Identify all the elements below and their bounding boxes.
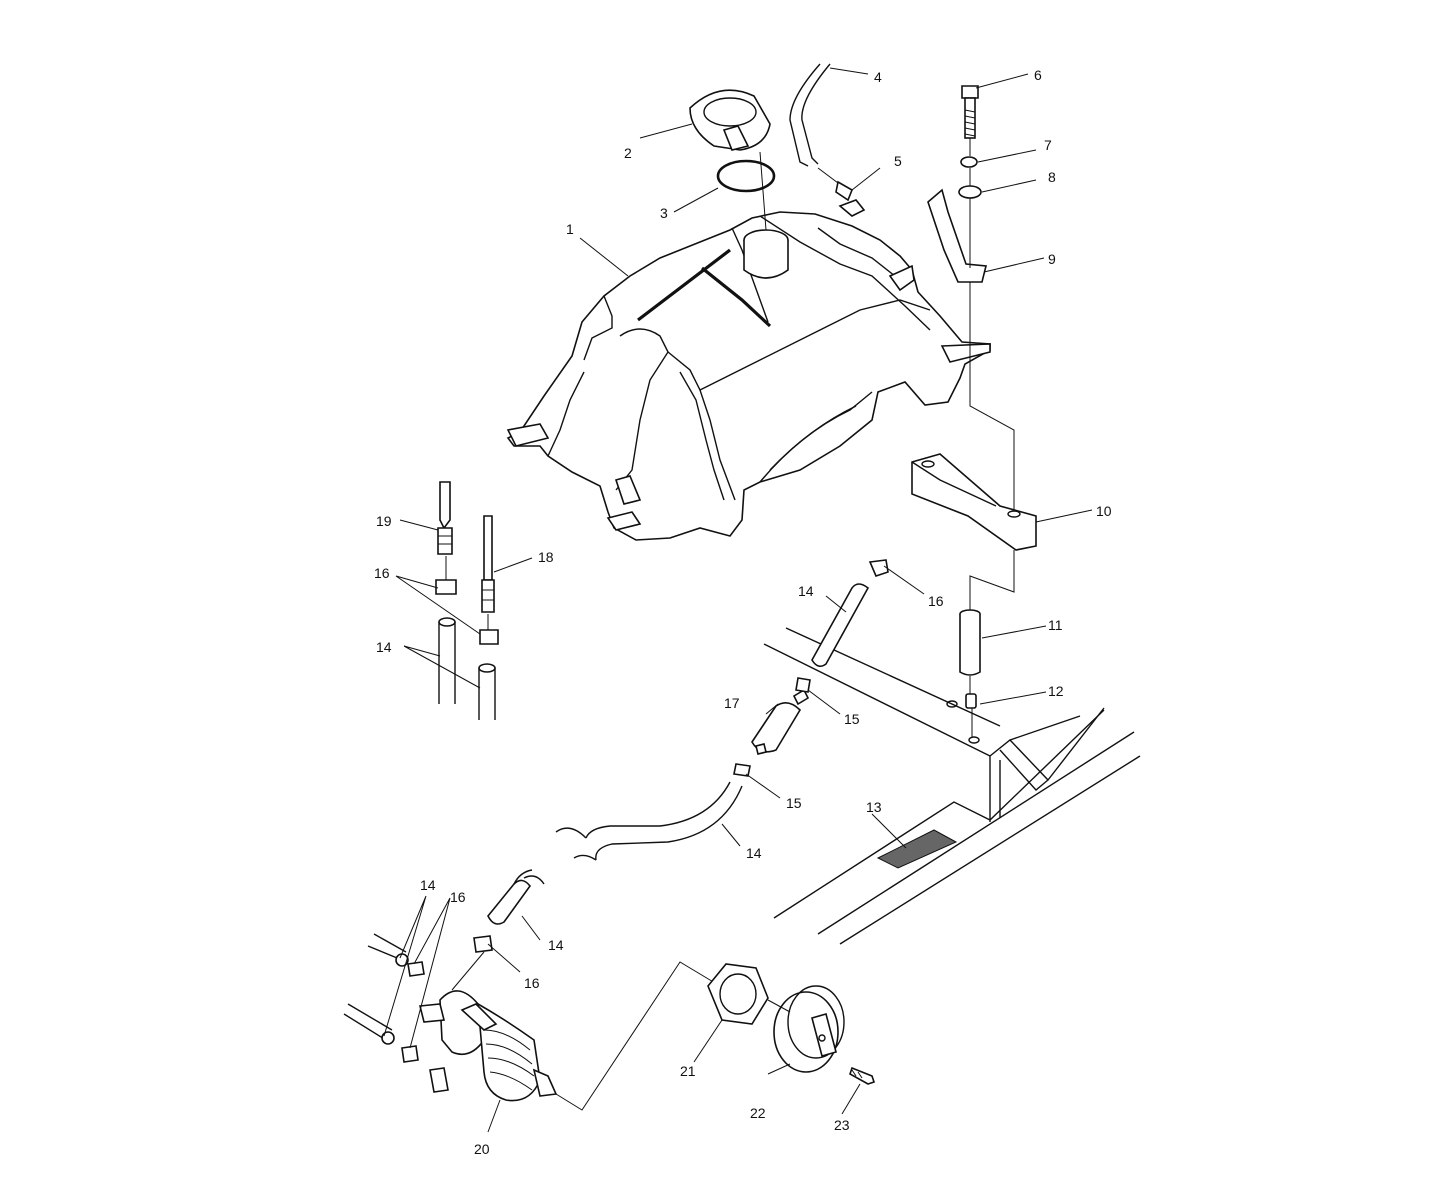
fuel-hose-valve-a bbox=[367, 933, 409, 967]
hose-clamp-left-b bbox=[479, 629, 499, 645]
callout-23: 23 bbox=[834, 1117, 850, 1133]
fuel-tank bbox=[506, 211, 991, 541]
cap-o-ring bbox=[716, 159, 776, 193]
flat-washer bbox=[958, 185, 982, 199]
leader-lines bbox=[383, 67, 1093, 1133]
spacer-block bbox=[911, 453, 1037, 551]
fuel-hose-lower bbox=[555, 781, 743, 861]
knob-screw bbox=[849, 1066, 876, 1085]
hose-clamp-valve-b bbox=[401, 1045, 419, 1063]
callout-16-center: 16 bbox=[928, 593, 944, 609]
vent-fitting bbox=[835, 180, 866, 217]
fuel-hose-left-b bbox=[478, 663, 496, 720]
callout-13: 13 bbox=[866, 799, 882, 815]
fuel-hose-left-a bbox=[438, 617, 456, 704]
callout-15-bottom: 15 bbox=[786, 795, 802, 811]
lock-washer bbox=[960, 156, 978, 168]
vent-hose bbox=[789, 63, 843, 187]
callout-10: 10 bbox=[1096, 503, 1112, 519]
mount-bolt bbox=[961, 85, 979, 139]
frame-rail bbox=[763, 627, 1141, 945]
tank-bracket bbox=[927, 188, 988, 283]
fuel-fitting-left bbox=[437, 481, 453, 555]
callout-8: 8 bbox=[1048, 169, 1056, 185]
callout-2: 2 bbox=[624, 145, 632, 161]
callout-14-lower: 14 bbox=[746, 845, 762, 861]
grommet bbox=[965, 693, 977, 709]
callout-12: 12 bbox=[1048, 683, 1064, 699]
callout-19: 19 bbox=[376, 513, 392, 529]
fuel-pickup-tube bbox=[481, 515, 495, 613]
callout-1: 1 bbox=[566, 221, 574, 237]
callout-16-valve-b: 16 bbox=[524, 975, 540, 991]
callout-14-left: 14 bbox=[376, 639, 392, 655]
hose-clamp-valve-a bbox=[407, 961, 425, 977]
callout-20: 20 bbox=[474, 1141, 490, 1157]
callout-5: 5 bbox=[894, 153, 902, 169]
callout-11: 11 bbox=[1048, 617, 1063, 633]
hose-clamp-center bbox=[868, 559, 889, 577]
callout-21: 21 bbox=[680, 1063, 696, 1079]
hose-clamp-left-a bbox=[435, 579, 457, 595]
hose-clamp-filter-top bbox=[795, 677, 811, 693]
callout-22: 22 bbox=[750, 1105, 766, 1121]
fuel-hose-valve-b bbox=[343, 1003, 395, 1045]
valve-panel-nut bbox=[707, 963, 769, 1025]
callout-4: 4 bbox=[874, 69, 882, 85]
hose-clamp-filter-bottom bbox=[733, 763, 751, 777]
hose-clamp-valve-c bbox=[473, 935, 493, 953]
callout-16-valve-a: 16 bbox=[450, 889, 466, 905]
callout-9: 9 bbox=[1048, 251, 1056, 267]
fuel-valve bbox=[418, 990, 558, 1102]
valve-knob bbox=[773, 985, 845, 1073]
callout-labels: 1 2 3 4 5 6 7 8 9 10 11 12 13 14 14 14 1… bbox=[374, 67, 1112, 1157]
fuel-filter bbox=[751, 688, 810, 755]
frame-decal bbox=[876, 829, 958, 869]
fuel-cap bbox=[689, 89, 771, 151]
callout-18: 18 bbox=[538, 549, 554, 565]
callout-15-top: 15 bbox=[844, 711, 860, 727]
callout-16-left: 16 bbox=[374, 565, 390, 581]
callout-14-center: 14 bbox=[798, 583, 814, 599]
callout-17: 17 bbox=[724, 695, 740, 711]
callout-14-valve-b: 14 bbox=[548, 937, 564, 953]
callout-6: 6 bbox=[1034, 67, 1042, 83]
callout-14-valve-a: 14 bbox=[420, 877, 436, 893]
bushing bbox=[959, 609, 981, 676]
callout-3: 3 bbox=[660, 205, 668, 221]
fuel-hose-center bbox=[811, 583, 870, 668]
callout-7: 7 bbox=[1044, 137, 1052, 153]
fuel-hose-valve-c bbox=[487, 869, 545, 925]
